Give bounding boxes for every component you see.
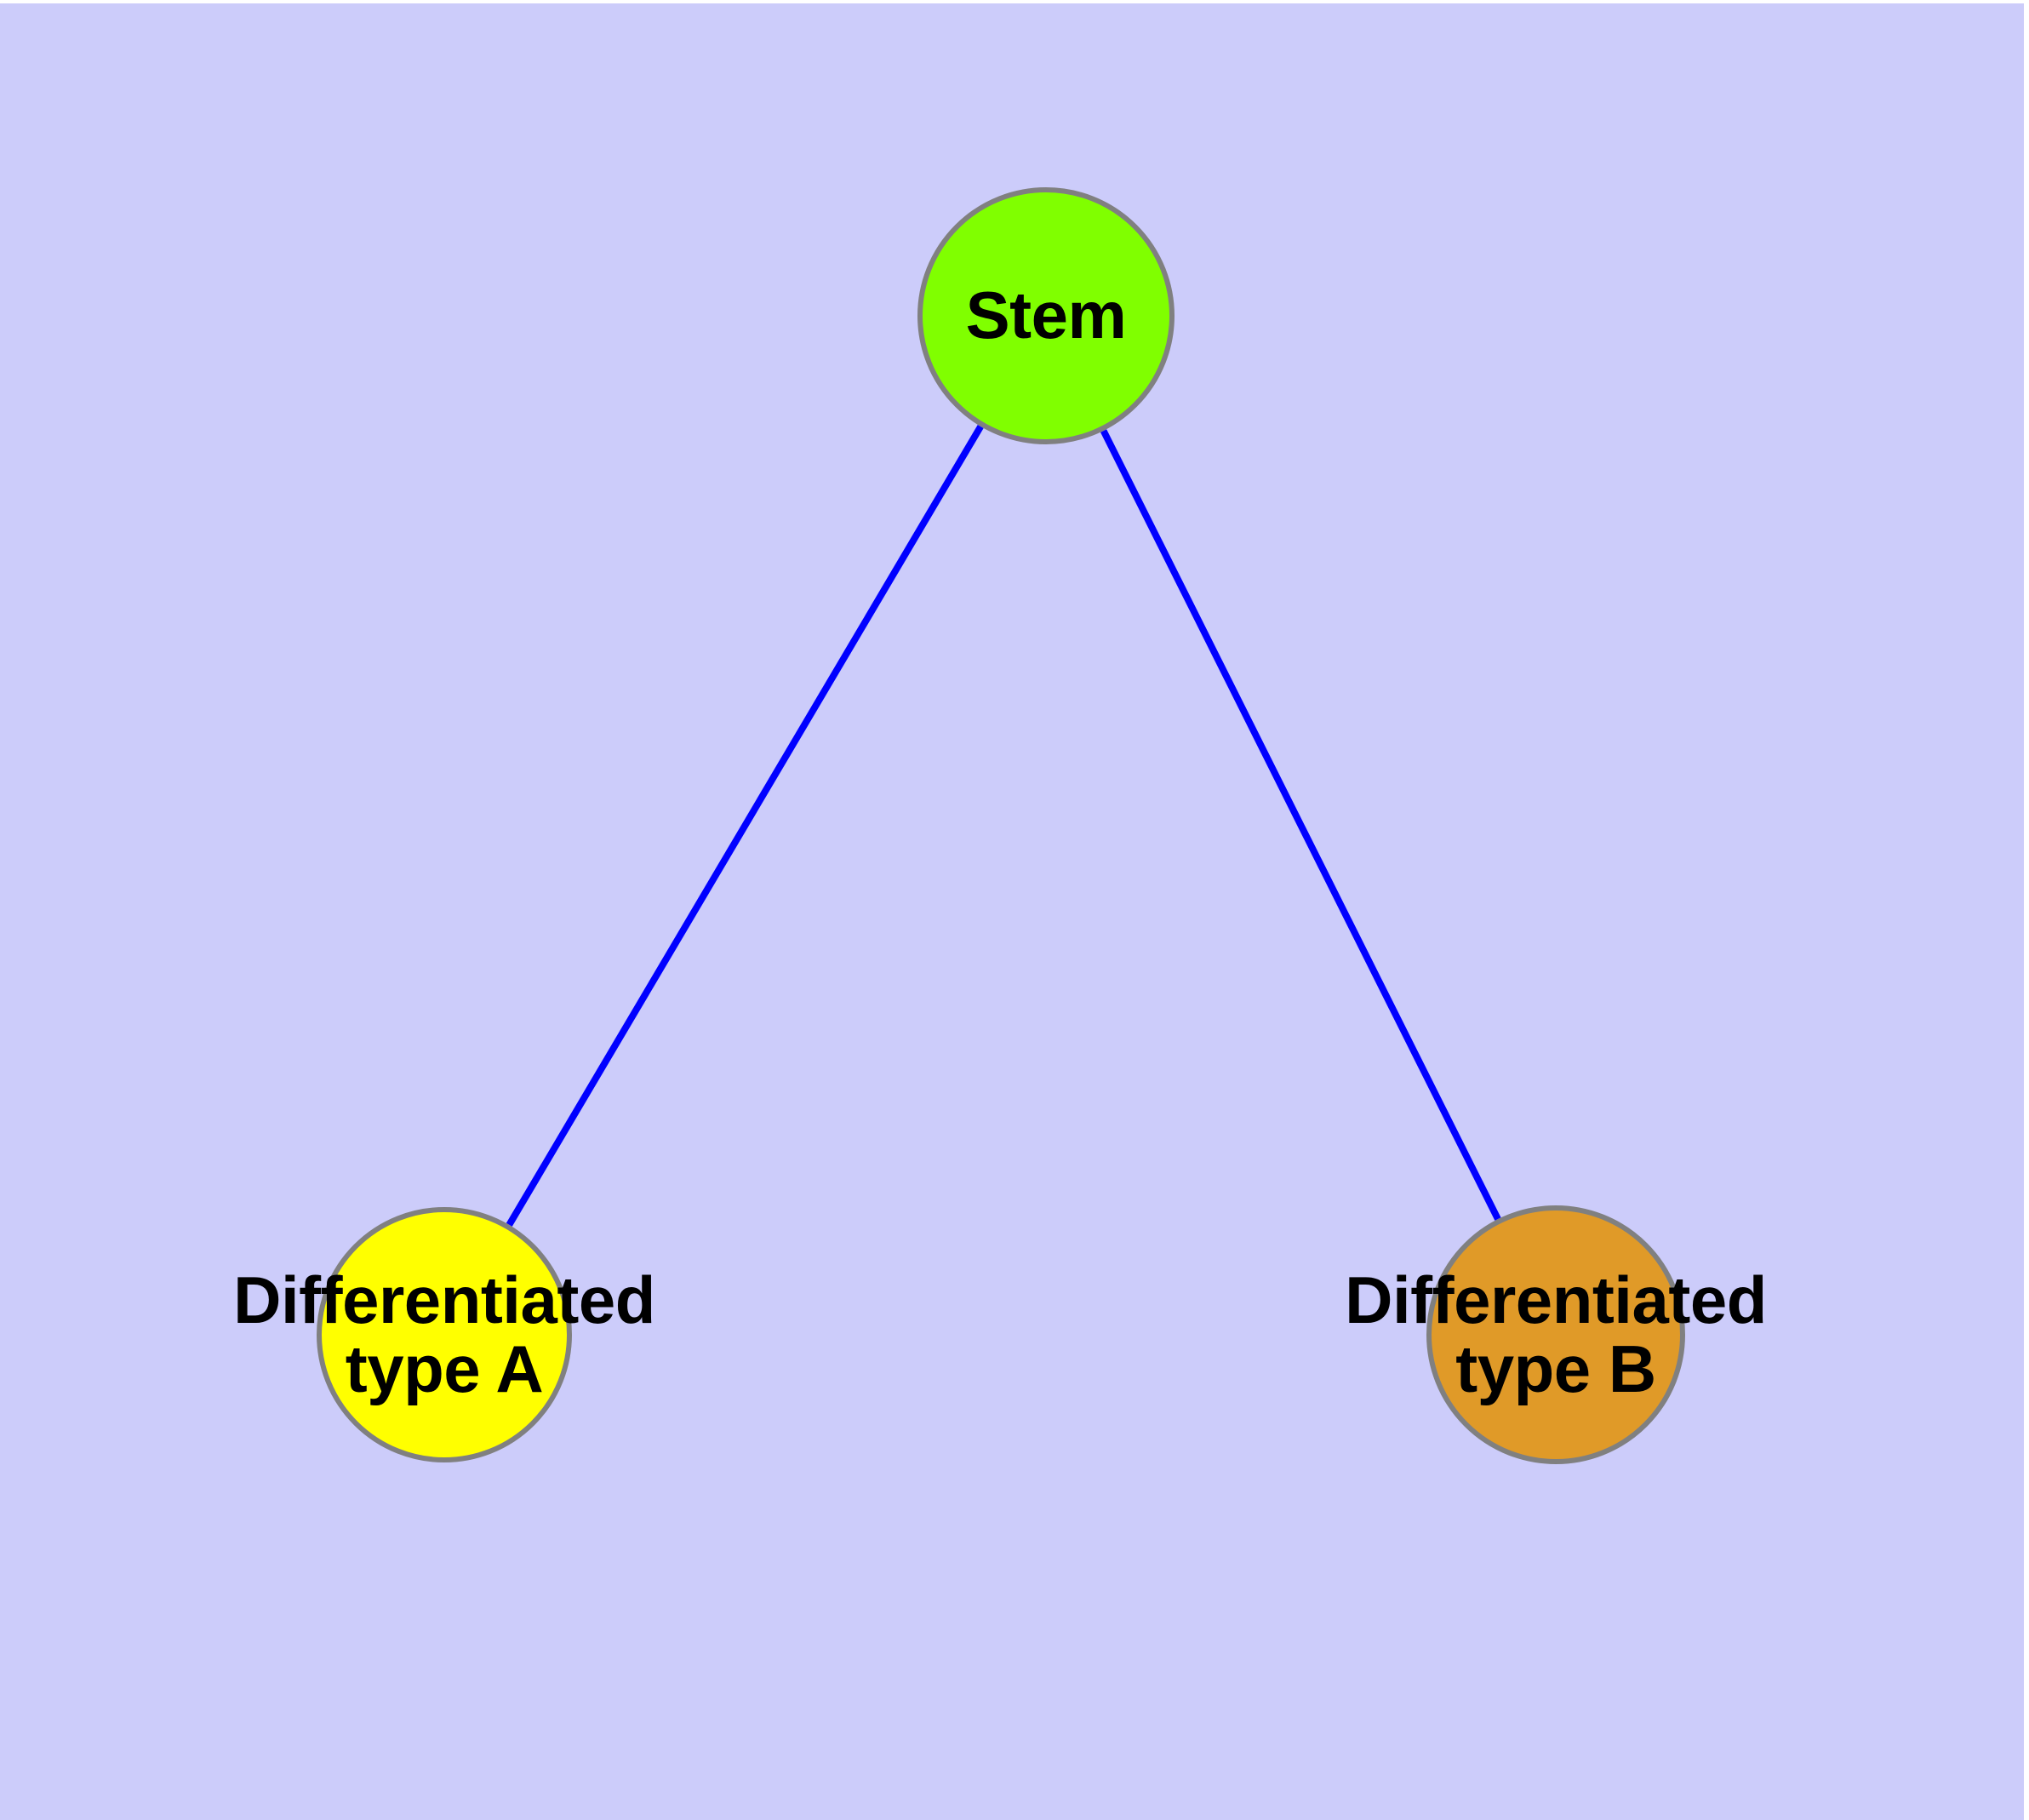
- node-differentiated-type-a[interactable]: [317, 1207, 572, 1462]
- graph-canvas: Stem Differentiated type A Differentiate…: [0, 3, 2024, 1820]
- node-stem[interactable]: [917, 187, 1175, 444]
- edge-stem-to-diff-a: [506, 424, 984, 1227]
- edge-layer: [506, 424, 1501, 1227]
- node-differentiated-type-b[interactable]: [1426, 1205, 1685, 1464]
- edge-stem-to-diff-b: [1100, 429, 1501, 1221]
